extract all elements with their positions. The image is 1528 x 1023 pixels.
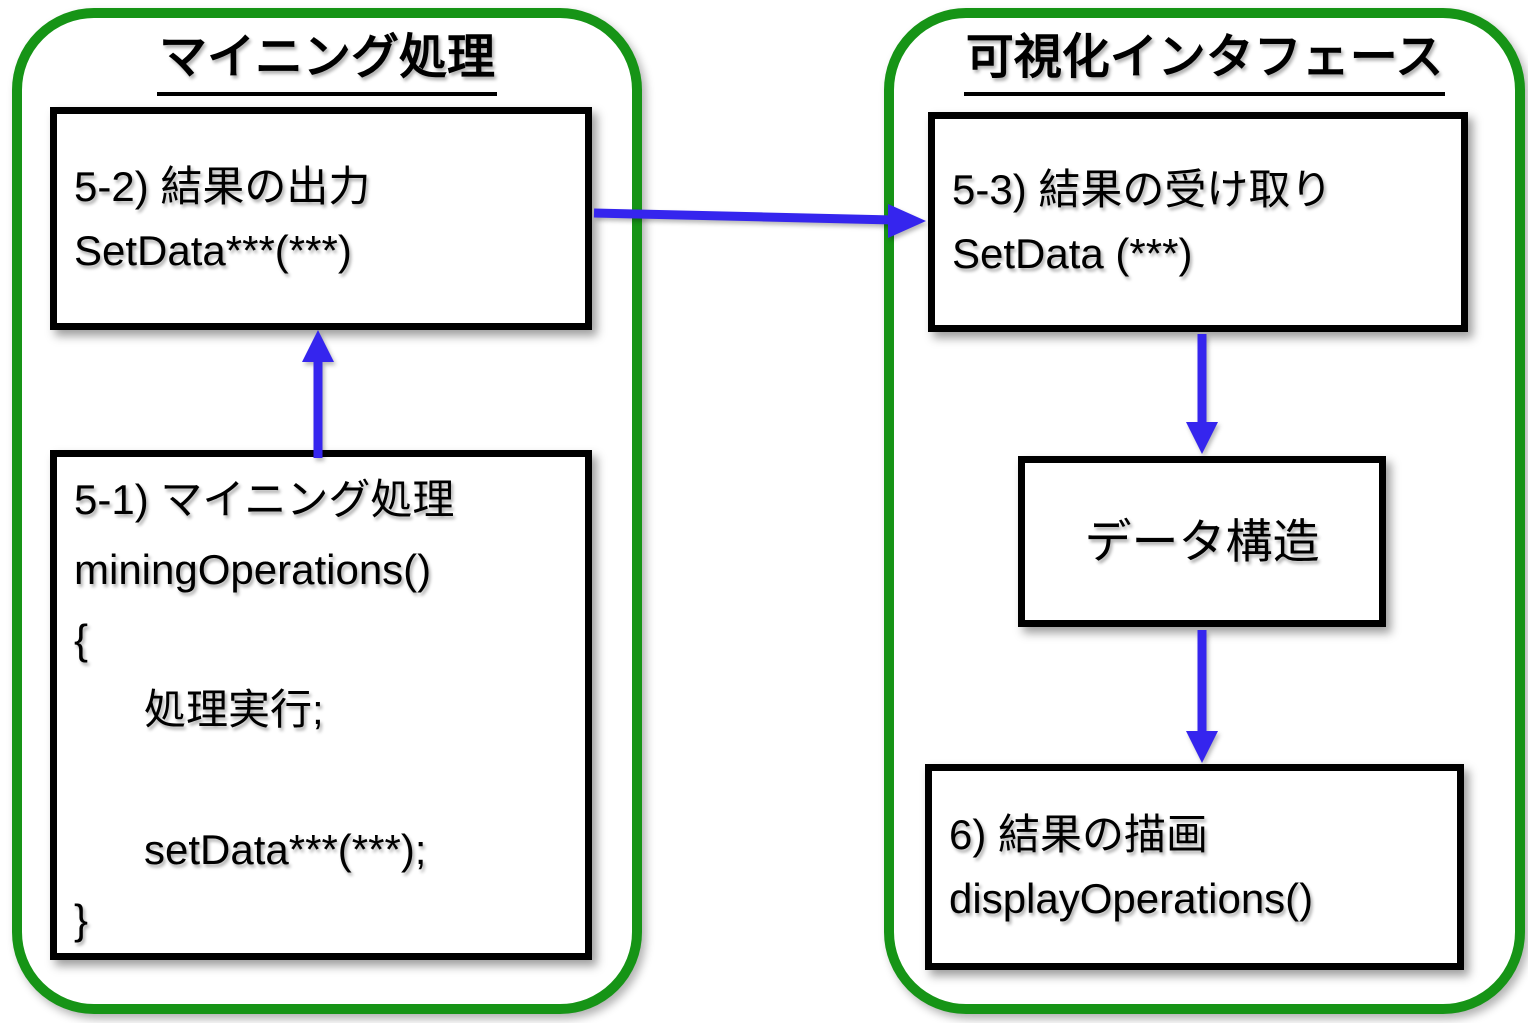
data-structure-box: データ構造: [1018, 456, 1386, 627]
data-structure-label: データ構造: [1084, 514, 1320, 568]
mining-group-title-text: マイニング処理: [156, 26, 497, 96]
receive-box: 5-3) 結果の受け取り SetData (***): [928, 112, 1468, 332]
output-box-line-2: SetData***(***): [74, 226, 352, 274]
output-box: 5-2) 結果の出力 SetData***(***): [50, 107, 592, 330]
visualization-group-title-text: 可視化インタフェース: [963, 26, 1446, 96]
mining-group: マイニング処理 5-2) 結果の出力 SetData***(***) 5-1) …: [12, 8, 642, 1014]
mining-box-line-4: 処理実行;: [74, 686, 324, 733]
mining-box-line-6: setData***(***);: [74, 826, 427, 873]
visualization-group-title: 可視化インタフェース: [894, 26, 1515, 96]
display-box: 6) 結果の描画 displayOperations(): [925, 764, 1464, 970]
mining-group-title: マイニング処理: [22, 26, 632, 96]
arrow-output-to-receive: [593, 204, 926, 238]
display-box-line-1: 6) 結果の描画: [949, 811, 1209, 858]
output-box-line-1: 5-2) 結果の出力: [74, 162, 371, 210]
mining-box-line-7: }: [74, 896, 89, 943]
mining-box: 5-1) マイニング処理 miningOperations() { 処理実行; …: [50, 450, 592, 960]
receive-box-line-2: SetData (***): [952, 230, 1193, 277]
receive-box-line-1: 5-3) 結果の受け取り: [952, 166, 1333, 213]
visualization-group: 可視化インタフェース 5-3) 結果の受け取り SetData (***) デー…: [884, 8, 1525, 1014]
mining-box-line-2: miningOperations(): [74, 546, 432, 593]
display-box-line-2: displayOperations(): [949, 875, 1314, 922]
mining-box-line-3: {: [74, 616, 89, 663]
mining-box-line-1: 5-1) マイニング処理: [74, 476, 455, 523]
mining-box-line-5: [74, 745, 577, 815]
